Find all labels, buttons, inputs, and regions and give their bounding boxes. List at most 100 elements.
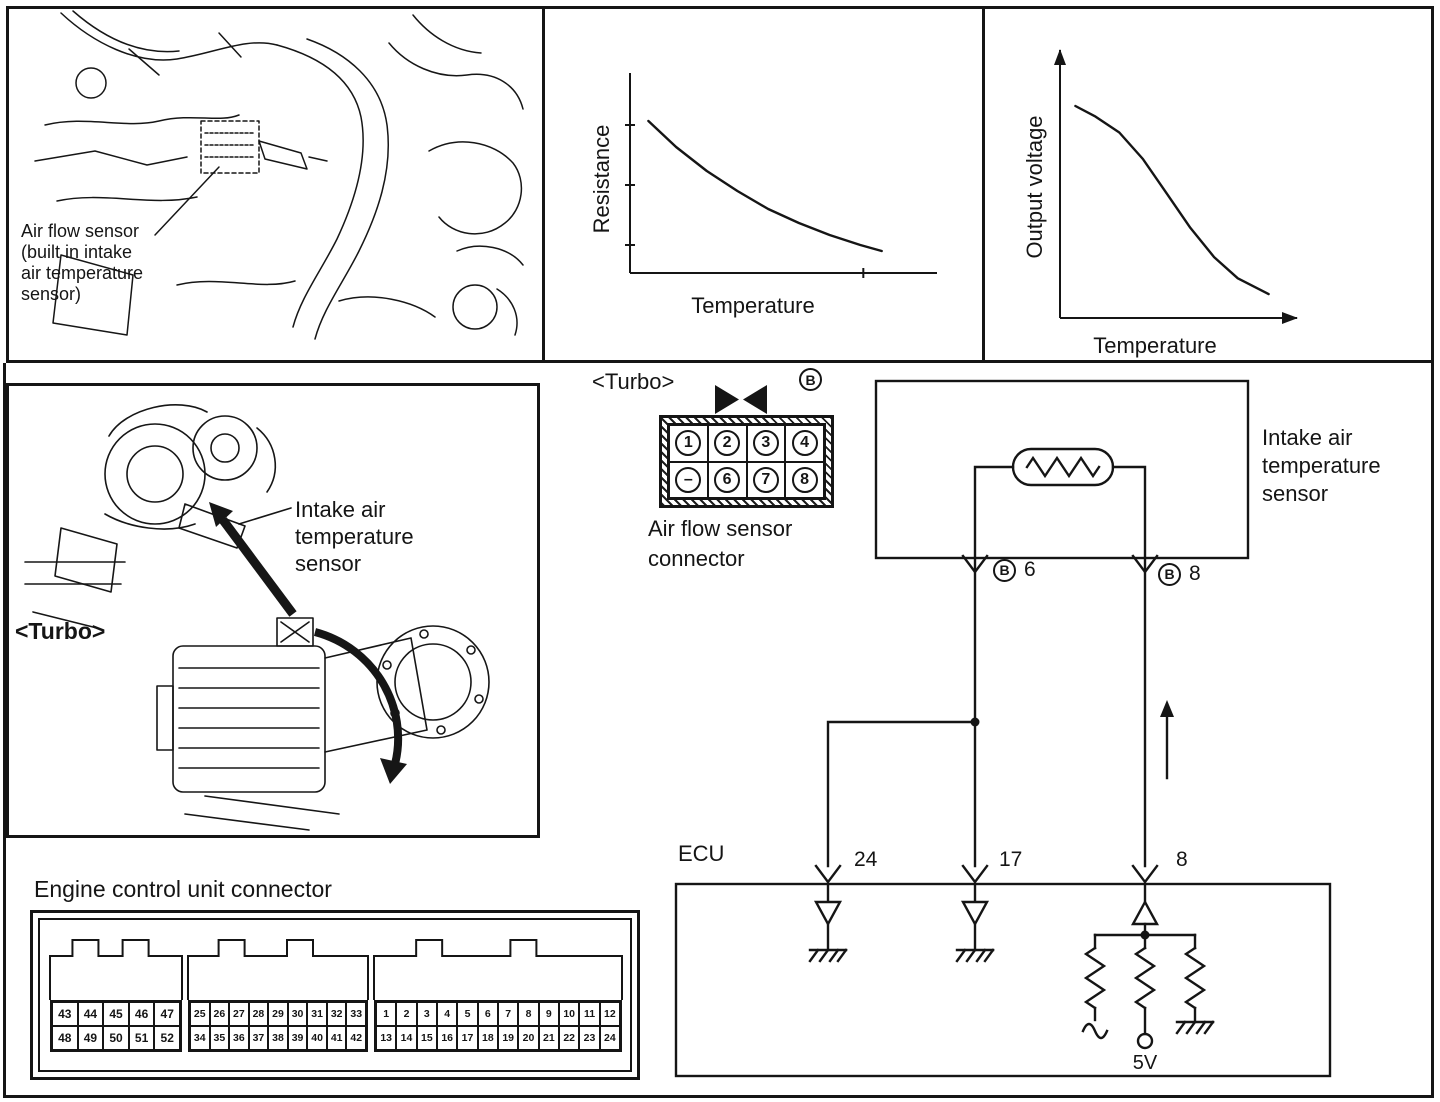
terminal-b8-label: B 8 [1158,562,1201,586]
airflow-sensor-caption: Air flow sensor (built in intake air tem… [21,221,143,305]
ecu-label: ECU [678,841,725,866]
terminal-b6-label: B 6 [993,558,1036,582]
pin-cell: 4 [785,425,824,462]
pin-cell: 7 [498,1002,519,1026]
pin-cell: 27 [229,1002,249,1026]
pin-cell: 16 [437,1026,458,1050]
airflow-arrow-icon [313,628,407,784]
connector-turbo-label: <Turbo> [592,369,675,394]
pin-cell: 20 [518,1026,539,1050]
caption-line: sensor) [21,284,82,304]
turbo-illustration [24,404,490,831]
wires [826,465,1147,868]
signal-direction-arrow-icon [1160,700,1174,780]
pin-cell: 14 [396,1026,417,1050]
pin-cell: 18 [477,1026,498,1050]
connector-caption: Air flow sensor connector [648,514,792,574]
pin-cell: 21 [538,1026,559,1050]
pin-cell: 42 [346,1026,366,1050]
pin-cell: 3 [746,425,786,462]
pin-cell: 2 [396,1002,417,1026]
pin-number: 3 [752,430,779,457]
pin-number: 8 [791,466,818,493]
pin-cell: 23 [579,1026,600,1050]
turbo-variant-label: <Turbo> [15,618,106,644]
caption-line: Intake air [295,497,386,522]
voltage-chart-panel: Output voltage Temperature [985,6,1434,363]
pin-cell: 13 [376,1026,397,1050]
pin-cell: 37 [248,1026,269,1050]
pin-cell: 4 [437,1002,458,1026]
sensor-box [874,379,1250,560]
connector-key-icon [715,385,767,414]
pin-cell: 8 [518,1002,539,1026]
output-voltage-chart [1054,49,1298,324]
ecu-connector-title: Engine control unit connector [34,876,332,902]
pin-cell: 5 [457,1002,478,1026]
pin-cell: 50 [103,1026,129,1050]
pin-cell: 2 [707,425,747,462]
pin-cell: 11 [579,1002,600,1026]
pointer-arrow-icon [209,502,297,617]
caption-line: (built in intake [21,242,133,262]
engine-bay-illustration [34,10,524,340]
pin-cell: 51 [128,1026,155,1050]
pin-number: 2 [714,430,741,457]
circled-b-badge: B [1158,562,1181,586]
pin-cell: 17 [457,1026,478,1050]
resistance-axis-label: Resistance [589,124,614,234]
caption-line: air temperature [21,263,144,283]
pin-cell: 39 [287,1026,308,1050]
resistance-chart [625,73,937,278]
pin-cell: 19 [498,1026,519,1050]
pin-cell: 40 [307,1026,327,1050]
pin-cell: 35 [209,1026,230,1050]
caption-line: temperature [295,524,414,549]
caption-line: Air flow sensor [648,516,793,541]
pin-cell: 48 [52,1026,78,1050]
wiring-diagram [674,379,1332,1078]
temperature-axis-label: Temperature [691,293,815,318]
pin-cell: 15 [416,1026,437,1050]
caption-line: Intake air [1262,425,1353,450]
ecu-box [674,882,1332,1078]
ecu-pin-17-label: 17 [999,848,1023,871]
pin-cell: 7 [746,461,786,498]
resistor-icon [1011,447,1115,487]
pin-cell: 28 [248,1002,269,1026]
5v-supply-label: 5V [1132,1052,1158,1074]
pin-number: 1 [675,430,702,457]
pin-cell: 25 [190,1002,210,1026]
pin-cell: 36 [229,1026,249,1050]
connector-shell-outlines [49,939,623,1000]
output-voltage-axis-label: Output voltage [1022,115,1047,259]
ecu-pin-24-label: 24 [854,848,878,871]
turbo-sensor-panel: <Turbo> Intake air temperature sensor [6,383,540,838]
pin-cell: 1 [376,1002,397,1026]
pin-cell: – [669,461,708,498]
pin-cell: 9 [538,1002,559,1026]
caption-line: Air flow sensor [21,221,140,241]
junction-dot [970,717,980,727]
resistance-chart-panel: Resistance Temperature [545,6,985,363]
pin-cell: 34 [190,1026,210,1050]
pin-cell: 1 [669,425,708,462]
pin-cell: 46 [128,1002,155,1026]
engine-bay-panel: Air flow sensor (built in intake air tem… [6,6,545,363]
pin-cell: 52 [154,1026,180,1050]
caption-line: sensor [295,551,362,576]
caption-line: connector [648,546,745,571]
pin-cell: 8 [785,461,824,498]
intake-air-sensor-caption: Intake air temperature sensor [295,496,414,577]
caption-line: sensor [1262,481,1329,506]
pin-cell: 26 [209,1002,230,1026]
pin-cell: 43 [52,1002,78,1026]
circled-b-badge: B [799,368,822,391]
pin-number: 4 [791,430,818,457]
